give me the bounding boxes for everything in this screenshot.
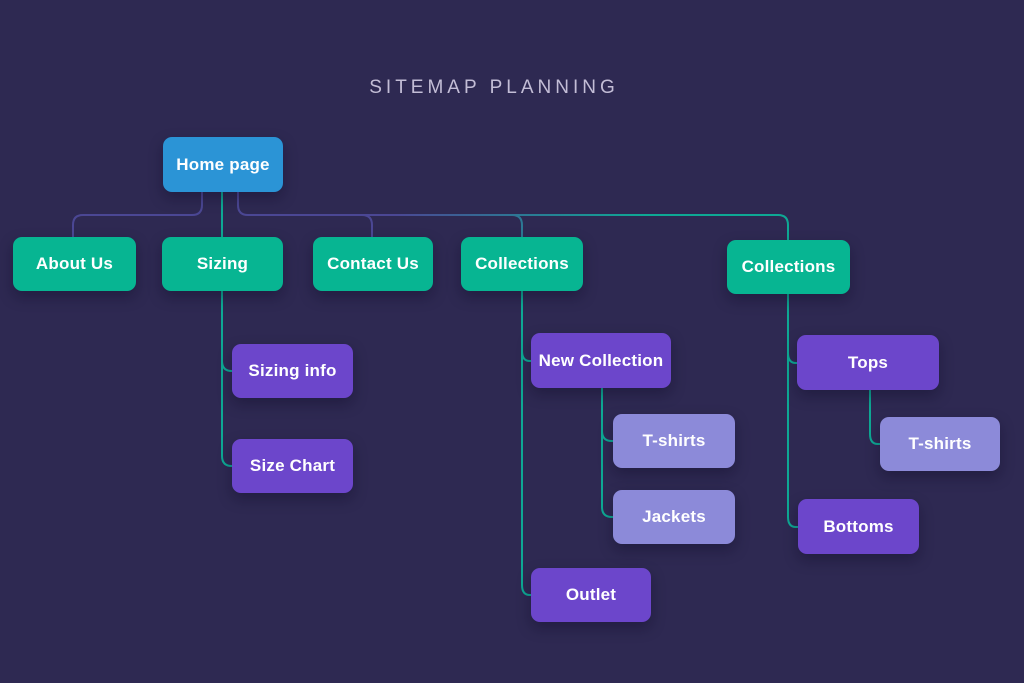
connector-tops-tshirts — [869, 389, 882, 445]
node-contact-us[interactable]: Contact Us — [313, 237, 433, 291]
node-collections-left[interactable]: Collections — [461, 237, 583, 291]
node-home-page[interactable]: Home page — [163, 137, 283, 192]
node-jackets[interactable]: Jackets — [613, 490, 735, 544]
node-bottoms[interactable]: Bottoms — [798, 499, 919, 554]
node-about-us[interactable]: About Us — [13, 237, 136, 291]
node-outlet[interactable]: Outlet — [531, 568, 651, 622]
node-sizing[interactable]: Sizing — [162, 237, 283, 291]
connector-rail-contact — [361, 214, 373, 238]
node-tshirts-tops[interactable]: T-shirts — [880, 417, 1000, 471]
node-tshirts-new[interactable]: T-shirts — [613, 414, 735, 468]
connector-new-collection-jackets — [601, 387, 615, 518]
connector-rail-collections-left — [511, 214, 523, 238]
page-title: SITEMAP PLANNING — [369, 77, 619, 98]
node-collections-right[interactable]: Collections — [727, 240, 850, 294]
node-new-collection[interactable]: New Collection — [531, 333, 671, 388]
connector-home-about — [72, 191, 203, 238]
node-sizing-info[interactable]: Sizing info — [232, 344, 353, 398]
node-size-chart[interactable]: Size Chart — [232, 439, 353, 493]
node-tops[interactable]: Tops — [797, 335, 939, 390]
connector-collections-right-bottoms — [787, 293, 800, 528]
connector-collections-outlet — [521, 290, 534, 596]
connector-sizing-size-chart — [221, 290, 234, 467]
